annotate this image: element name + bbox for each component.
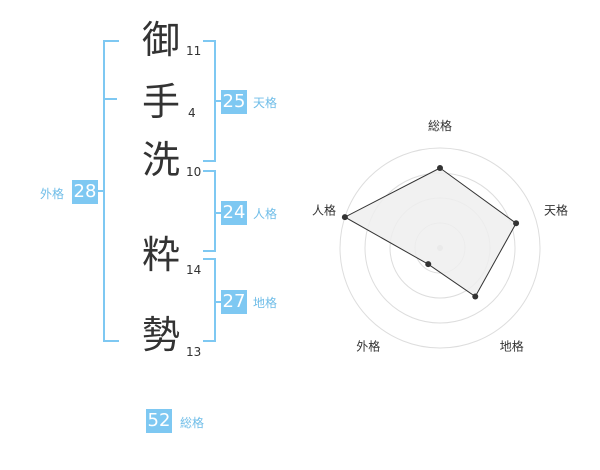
jinkaku-bracket — [203, 170, 216, 252]
radar-point-5 — [341, 214, 348, 221]
radar-ring-4 — [339, 147, 541, 349]
tenkaku-connector — [215, 100, 221, 102]
gaikaku-bracket-mid-tick — [105, 98, 117, 100]
gaikaku-bracket-connector — [98, 190, 105, 192]
radar-value-polygon — [343, 167, 517, 298]
radar-axis-label-5: 人格 — [312, 202, 336, 217]
radar-axis-label-1: 総格 — [428, 118, 452, 133]
tenkaku-label: 天格 — [253, 96, 278, 110]
jinkaku-label: 人格 — [253, 207, 278, 221]
jinkaku-connector — [215, 212, 221, 214]
gaikaku-label: 外格 — [40, 187, 65, 201]
name-char-2: 手 — [141, 80, 180, 124]
radar-point-1 — [437, 165, 443, 171]
soukaku-label: 総格 — [180, 416, 205, 430]
jinkaku-value-badge: 24 — [221, 201, 247, 225]
chikaku-value-badge: 27 — [221, 290, 247, 314]
chikaku-label: 地格 — [253, 296, 278, 310]
stroke-count-3: 10 — [186, 165, 202, 179]
stroke-count-2: 4 — [188, 106, 196, 120]
name-char-1: 御 — [141, 18, 180, 62]
radar-axis-label-4: 外格 — [356, 339, 380, 354]
name-char-4: 粋 — [141, 233, 180, 277]
radar-point-3 — [472, 293, 479, 300]
stroke-count-4: 14 — [186, 263, 202, 277]
soukaku-value-badge: 52 — [146, 409, 172, 433]
radar-point-4 — [425, 261, 432, 268]
stroke-count-5: 13 — [186, 345, 202, 359]
gaikaku-bracket — [103, 40, 119, 342]
name-char-5: 勢 — [141, 313, 180, 357]
stroke-count-1: 11 — [186, 44, 202, 58]
chikaku-bracket — [203, 258, 216, 342]
gaikaku-value-badge: 28 — [72, 180, 98, 204]
radar-axis-label-3: 地格 — [500, 339, 524, 354]
name-char-3: 洗 — [141, 138, 180, 182]
tenkaku-value-badge: 25 — [221, 90, 247, 114]
radar-axis-label-2: 天格 — [544, 202, 568, 217]
radar-point-2 — [513, 220, 520, 227]
chikaku-connector — [215, 301, 221, 303]
